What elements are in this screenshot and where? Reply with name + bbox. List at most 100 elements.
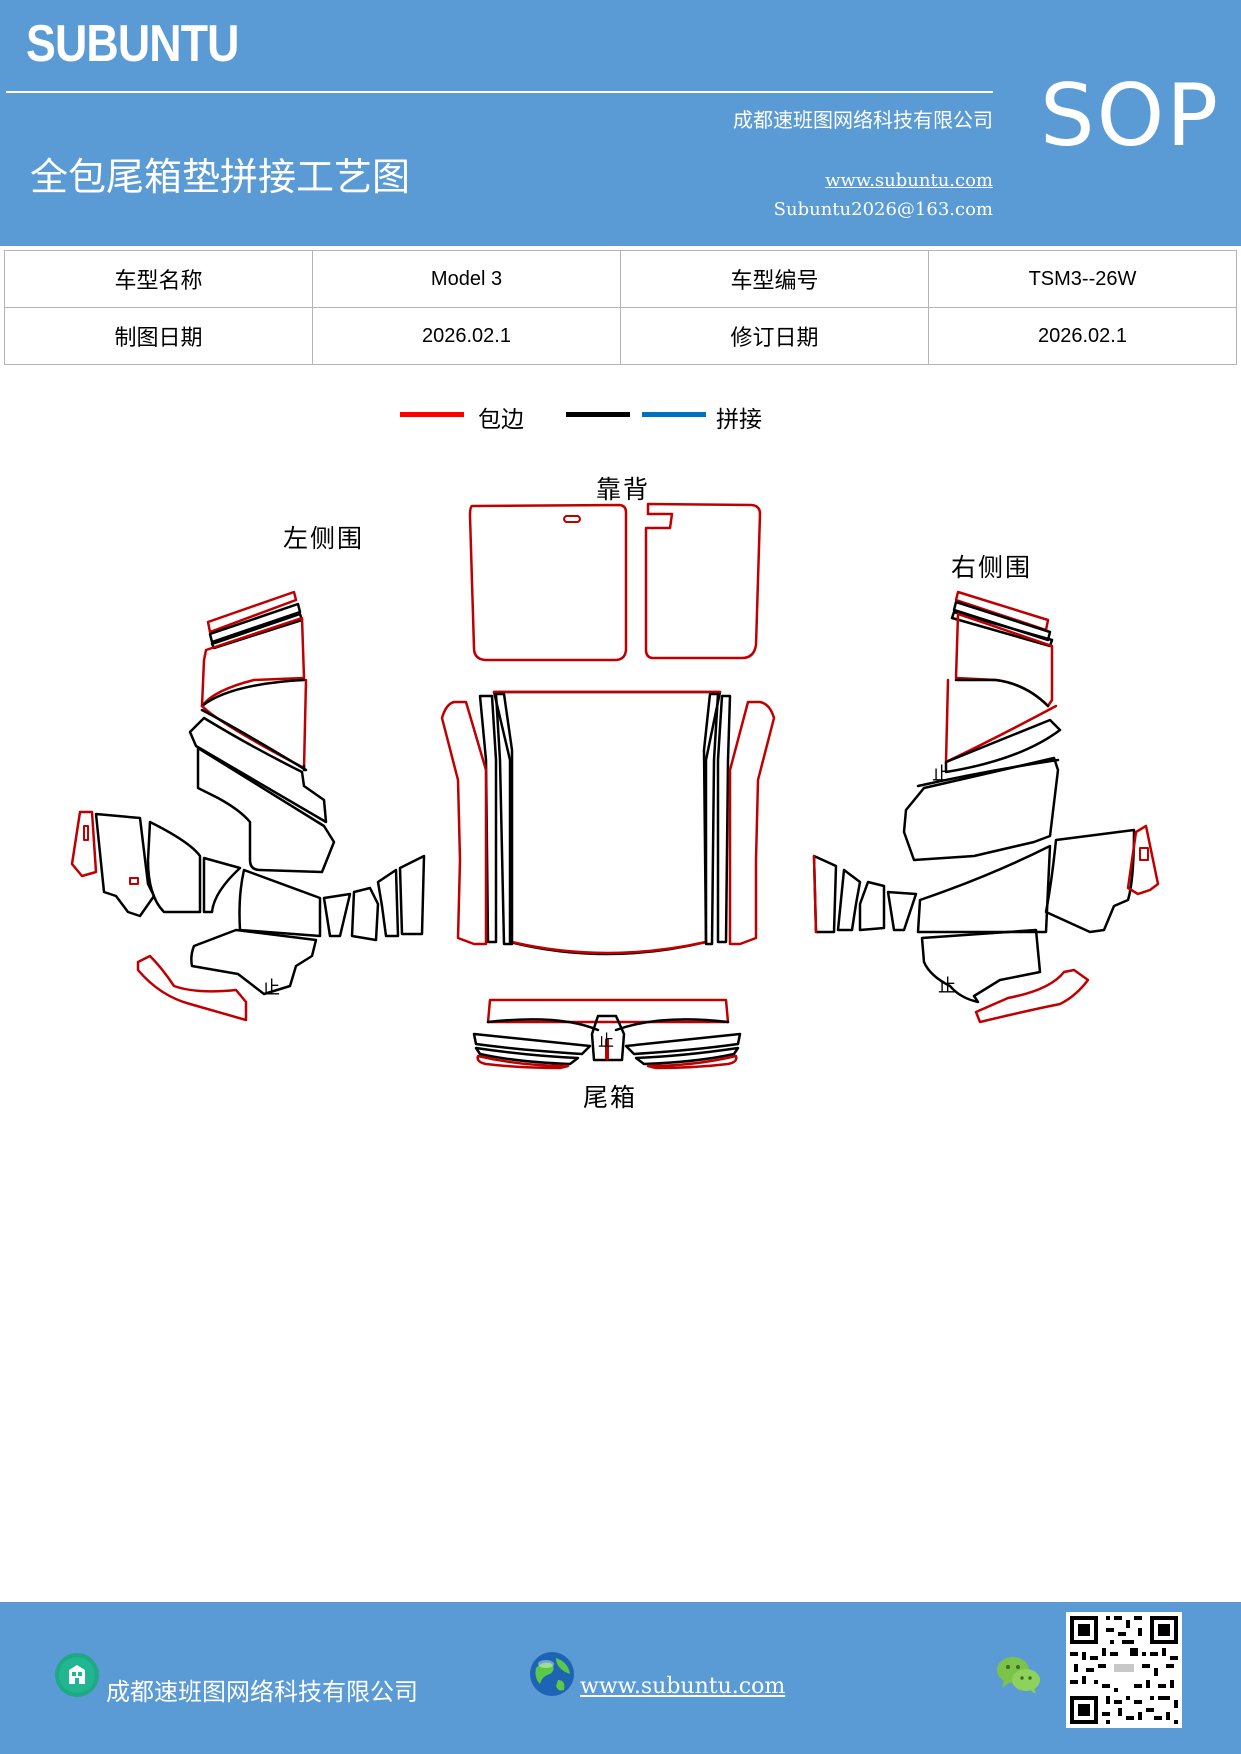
- trunk-group: 止: [472, 998, 742, 1070]
- left-panel-a: [94, 812, 156, 918]
- left-big-panel: [196, 746, 336, 874]
- brand-logo: SUBUNTU: [26, 15, 239, 73]
- website-link[interactable]: www.subuntu.com: [825, 170, 993, 191]
- left-outer-small-slot: [83, 825, 89, 841]
- email-address: Subuntu2026@163.com: [773, 199, 993, 220]
- footer-company-name: 成都速班图网络科技有限公司: [106, 1678, 418, 1706]
- left-upper-panel-seam: [200, 678, 306, 708]
- trunk-right-bottom: [646, 1054, 738, 1070]
- left-mid-panel-2: [200, 708, 308, 772]
- right-strip-f: [858, 880, 886, 932]
- left-bottom-piece: [190, 928, 318, 996]
- trunk-center-piece: [590, 1014, 626, 1062]
- legend-black-line: [566, 412, 630, 417]
- floor-right-strip-2: [702, 692, 720, 946]
- backrest-right-panel: [644, 502, 762, 660]
- right-panel-a: [916, 844, 1052, 934]
- left-bottom-outer: [136, 954, 248, 1022]
- wechat-icon[interactable]: [996, 1654, 1042, 1696]
- left-top-strip-2: [208, 602, 302, 644]
- qr-code: [1066, 1612, 1182, 1728]
- right-big-panel: [902, 756, 1060, 862]
- trunk-label: 尾箱: [583, 1083, 638, 1112]
- left-stop-mark: 止: [262, 978, 280, 999]
- backrest-slot: [563, 515, 581, 523]
- globe-icon: [530, 1652, 574, 1696]
- table-row: 车型名称 Model 3 车型编号 TSM3--26W: [4, 250, 1237, 308]
- left-panel-a-slot: [129, 877, 139, 885]
- drawing-date-label: 制图日期: [4, 307, 313, 365]
- left-side-group: 止: [70, 590, 426, 1022]
- trunk-stop-mark: 止: [598, 1031, 614, 1050]
- legend-seam-label: 拼接: [716, 407, 762, 433]
- right-mid-wedge: [944, 718, 1062, 774]
- trunk-right-strip-2: [634, 1046, 740, 1066]
- floor-right-outer: [728, 700, 776, 946]
- right-outer-small: [1126, 824, 1160, 896]
- floor-bottom-edge: [510, 940, 708, 955]
- footer-website-link[interactable]: www.subuntu.com: [580, 1674, 786, 1699]
- building-icon: [55, 1653, 99, 1697]
- right-big-panel-top: [916, 758, 1060, 788]
- left-strip-e: [322, 892, 352, 938]
- sop-badge: SOP: [1040, 66, 1221, 166]
- floor-main-panel: [492, 690, 722, 956]
- company-name: 成都速班图网络科技有限公司: [733, 108, 993, 132]
- floor-left-strip-2: [494, 692, 514, 946]
- header-banner: SUBUNTU 成都速班图网络科技有限公司 全包尾箱垫拼接工艺图 www.sub…: [0, 0, 1241, 246]
- legend-edge-label: 包边: [478, 407, 524, 433]
- model-code-label: 车型编号: [620, 250, 929, 308]
- left-lower-wedge: [188, 716, 328, 824]
- right-strip-g: [836, 868, 862, 932]
- header-divider: [6, 91, 993, 93]
- trunk-right-strip-1: [624, 1032, 742, 1056]
- revision-date-label: 修订日期: [620, 307, 929, 365]
- floor-right-strip-1: [716, 694, 732, 944]
- legend-edge-line: [400, 412, 464, 417]
- right-strip-h-edge: [812, 854, 818, 934]
- mat-pattern-diagram: 止 止: [70, 502, 1160, 1070]
- legend: 包边 拼接: [400, 402, 800, 438]
- vehicle-info-table: 车型名称 Model 3 车型编号 TSM3--26W 制图日期 2026.02…: [4, 250, 1237, 365]
- right-side-label: 右侧围: [951, 553, 1033, 582]
- page-title: 全包尾箱垫拼接工艺图: [30, 155, 411, 199]
- table-row: 制图日期 2026.02.1 修订日期 2026.02.1: [4, 307, 1237, 365]
- left-strip-f: [350, 886, 380, 942]
- right-bottom-outer: [974, 968, 1090, 1024]
- floor-group: [440, 690, 776, 956]
- right-mid-panel: [944, 678, 1058, 764]
- left-outer-small: [70, 810, 98, 878]
- left-side-label: 左侧围: [283, 524, 365, 553]
- backrest-label: 靠背: [596, 475, 651, 504]
- model-name-label: 车型名称: [4, 250, 313, 308]
- backrest-left-panel: [468, 503, 628, 662]
- left-panel-d: [238, 868, 322, 938]
- floor-left-strip-1: [478, 694, 498, 944]
- revision-date-value: 2026.02.1: [928, 307, 1237, 365]
- footer-banner: 成都速班图网络科技有限公司 www.subuntu.com: [0, 1602, 1241, 1754]
- left-top-strip-1: [206, 590, 298, 634]
- drawing-date-value: 2026.02.1: [312, 307, 621, 365]
- model-code-value: TSM3--26W: [928, 250, 1237, 308]
- legend-seam-line: [642, 412, 706, 417]
- trunk-left-bottom: [476, 1054, 570, 1070]
- trunk-left-strip-2: [474, 1046, 580, 1066]
- trunk-left-strip-1: [472, 1032, 592, 1056]
- right-strip-h: [812, 854, 838, 934]
- trunk-top-panel-bottom: [486, 1018, 730, 1032]
- right-outer-small-slot: [1139, 847, 1149, 861]
- backrest-group: [468, 502, 762, 662]
- model-name-value: Model 3: [312, 250, 621, 308]
- left-strip-h: [398, 854, 426, 936]
- right-bottom-piece: [920, 928, 1042, 1004]
- right-stop-mark-upper: 止: [932, 764, 950, 785]
- right-strip-e: [886, 890, 918, 932]
- left-strip-g: [376, 868, 400, 938]
- left-panel-b: [146, 820, 202, 914]
- right-side-group: 止 止: [812, 590, 1160, 1024]
- left-panel-c: [202, 856, 242, 914]
- floor-left-outer: [440, 700, 488, 946]
- right-panel-b: [1044, 828, 1136, 934]
- right-stop-mark: 止: [938, 976, 956, 997]
- right-upper-panel-seam: [954, 678, 1050, 708]
